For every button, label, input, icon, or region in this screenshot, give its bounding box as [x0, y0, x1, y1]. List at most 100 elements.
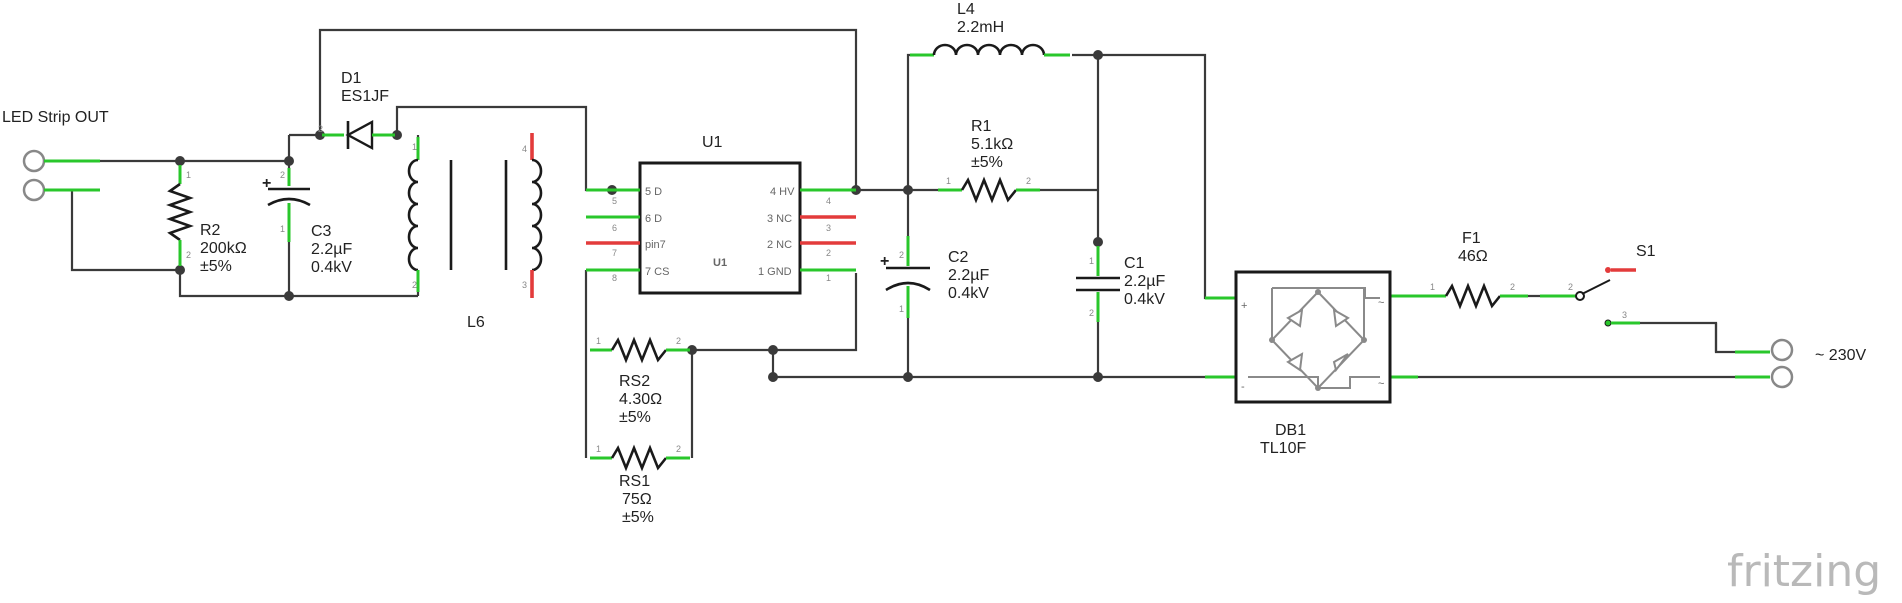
pin-label: 7 CS	[645, 266, 669, 278]
pin-number: 1	[186, 170, 191, 180]
f1-value: 46Ω	[1458, 248, 1488, 265]
resistor-r1[interactable]: 1 2 R1 5.1kΩ ±5%	[938, 118, 1040, 204]
led-strip-connector[interactable]: LED Strip OUT	[2, 109, 109, 202]
switch-lever-icon[interactable]	[1581, 279, 1611, 295]
fritzing-logo: fritzing	[1727, 546, 1881, 597]
db1-ref: DB1	[1275, 422, 1306, 439]
inductor-coil-icon	[932, 43, 1046, 56]
resistor-r2[interactable]: 1 2 R2 200kΩ ±5%	[166, 165, 247, 275]
connector-pin-icon[interactable]	[1770, 338, 1794, 362]
junction	[903, 372, 913, 382]
junction	[175, 156, 185, 166]
rs1-value: 75Ω	[622, 491, 652, 508]
led-strip-label: LED Strip OUT	[2, 109, 109, 126]
switch-contact-icon	[1604, 319, 1612, 327]
bridge-node	[1269, 337, 1275, 343]
switch-s1[interactable]: 2 3 S1	[1540, 243, 1656, 327]
junction	[768, 345, 778, 355]
pin-number: 2	[899, 250, 904, 260]
resistor-symbol-icon	[166, 182, 194, 242]
junction	[687, 345, 697, 355]
bridge-wire-icon	[1318, 376, 1380, 389]
capacitor-c1[interactable]: 1 2 C1 2.2µF 0.4kV	[1076, 246, 1165, 322]
pin-label: -	[1241, 381, 1245, 393]
pin-label: 3 NC	[767, 213, 792, 225]
c2-volt: 0.4kV	[948, 285, 989, 302]
ac-input-label: ~ 230V	[1815, 347, 1866, 364]
junction	[175, 265, 185, 275]
pin-number: 2	[280, 170, 285, 180]
resistor-rs2[interactable]: 1 2 RS2 4.30Ω ±5%	[590, 336, 690, 426]
pin-label: +	[1241, 300, 1247, 312]
wire-s1-ac[interactable]	[1608, 321, 1760, 354]
bridge-diode-icon	[1286, 352, 1304, 372]
bridge-node	[1315, 289, 1321, 295]
wire-d1-to-u1-d[interactable]	[395, 105, 612, 192]
wire-gnd[interactable]	[692, 273, 858, 352]
rs1-tol: ±5%	[622, 509, 654, 526]
rs2-value: 4.30Ω	[619, 391, 662, 408]
junctions	[175, 50, 1103, 382]
pin-number: 5	[612, 196, 617, 206]
resistor-symbol-icon	[610, 336, 668, 364]
pin-number: 4	[826, 196, 831, 206]
bridge-rectifier-db1[interactable]: + - ~ ~ DB1 TL10F	[1205, 270, 1418, 457]
r1-tol: ±5%	[971, 154, 1003, 171]
connector-pin-icon[interactable]	[22, 149, 46, 173]
junction	[315, 130, 325, 140]
pin-label: 2 NC	[767, 239, 792, 251]
diode-d1[interactable]: 2 D1 ES1JF	[318, 70, 395, 151]
resistor-symbol-icon	[960, 176, 1018, 204]
pin-label: 6 D	[645, 213, 662, 225]
capacitor-c2[interactable]: + 2 1 C2 2.2µF 0.4kV	[880, 236, 989, 318]
pin-number: 2	[826, 248, 831, 258]
l4-value: 2.2mH	[957, 19, 1004, 36]
fuse-f1[interactable]: 1 2 F1 46Ω	[1418, 230, 1528, 310]
ic-body	[638, 161, 802, 295]
coil-secondary-icon	[531, 158, 543, 272]
r1-value: 5.1kΩ	[971, 136, 1013, 153]
pin-number: 2	[186, 250, 191, 260]
r2-value: 200kΩ	[200, 240, 247, 257]
bridge-diode-icon	[1286, 308, 1304, 328]
pin-label: ~	[1378, 297, 1384, 309]
junction	[903, 185, 913, 195]
wire-to-l4[interactable]	[906, 53, 928, 190]
bridge-diode-icon	[1332, 308, 1350, 328]
f1-ref: F1	[1462, 230, 1481, 247]
junction	[1093, 237, 1103, 247]
pin-number: 2	[1089, 308, 1094, 318]
wire-led-bottom[interactable]	[70, 188, 180, 272]
pin-number: 2	[1026, 176, 1031, 186]
resistor-symbol-icon	[610, 444, 668, 472]
connector-pin-icon[interactable]	[22, 178, 46, 202]
connector-pin-icon[interactable]	[1770, 365, 1794, 389]
ac-input-connector[interactable]: ~ 230V	[1735, 338, 1866, 389]
capacitor-c3[interactable]: + 2 1 C3 2.2µF 0.4kV	[262, 168, 352, 276]
pin-number: 2	[318, 124, 323, 134]
coil-primary-icon	[407, 158, 419, 272]
junction	[1093, 50, 1103, 60]
pin-number: 2	[1510, 282, 1515, 292]
bridge-wire-icon	[1248, 376, 1319, 388]
c2-ref: C2	[948, 249, 969, 266]
rs2-tol: ±5%	[619, 409, 651, 426]
wire-bottom-left[interactable]	[178, 270, 418, 298]
pin-number: 4	[522, 144, 527, 154]
bridge-node	[1361, 337, 1367, 343]
wire-top-hv[interactable]	[318, 28, 858, 190]
pin-label: 1 GND	[758, 266, 792, 278]
resistor-rs1[interactable]: 1 2 RS1 75Ω ±5%	[590, 444, 690, 526]
c3-volt: 0.4kV	[311, 259, 352, 276]
inductor-l4[interactable]: L4 2.2mH	[910, 1, 1070, 57]
pin-number: 1	[826, 273, 831, 283]
ic-u1[interactable]: U1 U1 5 D 6 D pin7 7 CS 5 6 7 8 4 HV 3 N…	[586, 134, 856, 295]
u1-inner-label: U1	[713, 257, 727, 269]
pin-label: 4 HV	[770, 186, 795, 198]
switch-contact-icon	[1605, 267, 1611, 273]
transformer-l6[interactable]: 1 2 4 3 L6	[407, 133, 543, 331]
pin-number: 1	[596, 444, 601, 454]
pin-number: 1	[1089, 256, 1094, 266]
junction	[284, 156, 294, 166]
r2-tol: ±5%	[200, 258, 232, 275]
